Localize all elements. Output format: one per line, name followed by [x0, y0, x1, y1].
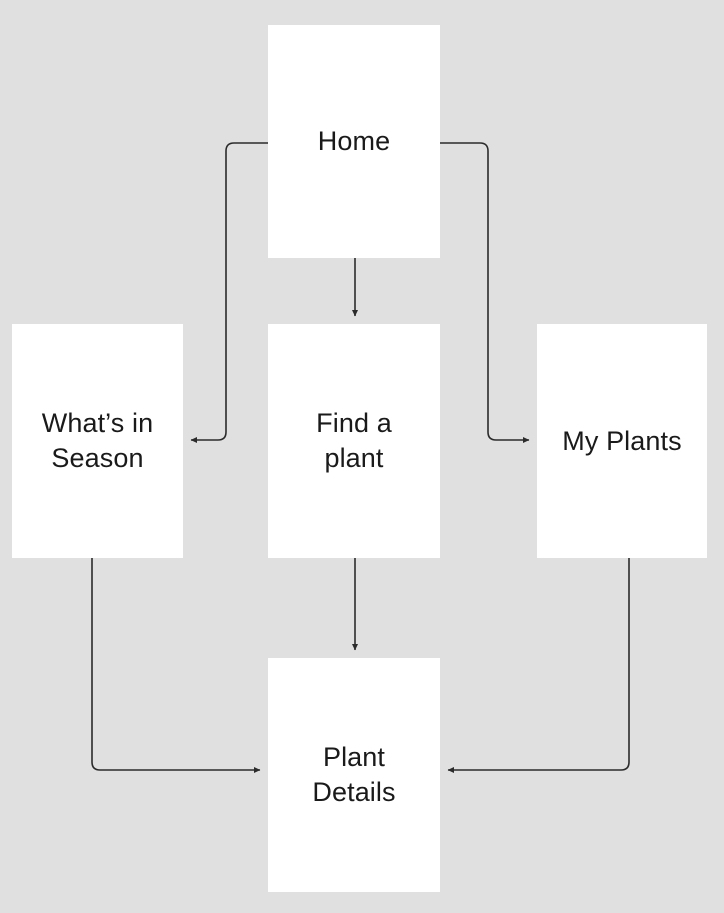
edge-home-to-season	[190, 142, 268, 444]
node-my-plants[interactable]: My Plants	[537, 324, 707, 558]
node-whats-in-season[interactable]: What’s in Season	[12, 324, 183, 558]
node-find-a-plant[interactable]: Find a plant	[268, 324, 440, 558]
edge-home-to-myplants	[440, 142, 530, 444]
node-home[interactable]: Home	[268, 25, 440, 258]
edge-myplants-to-details	[447, 558, 630, 774]
node-plant-details[interactable]: Plant Details	[268, 658, 440, 892]
edge-season-to-details	[91, 558, 261, 774]
